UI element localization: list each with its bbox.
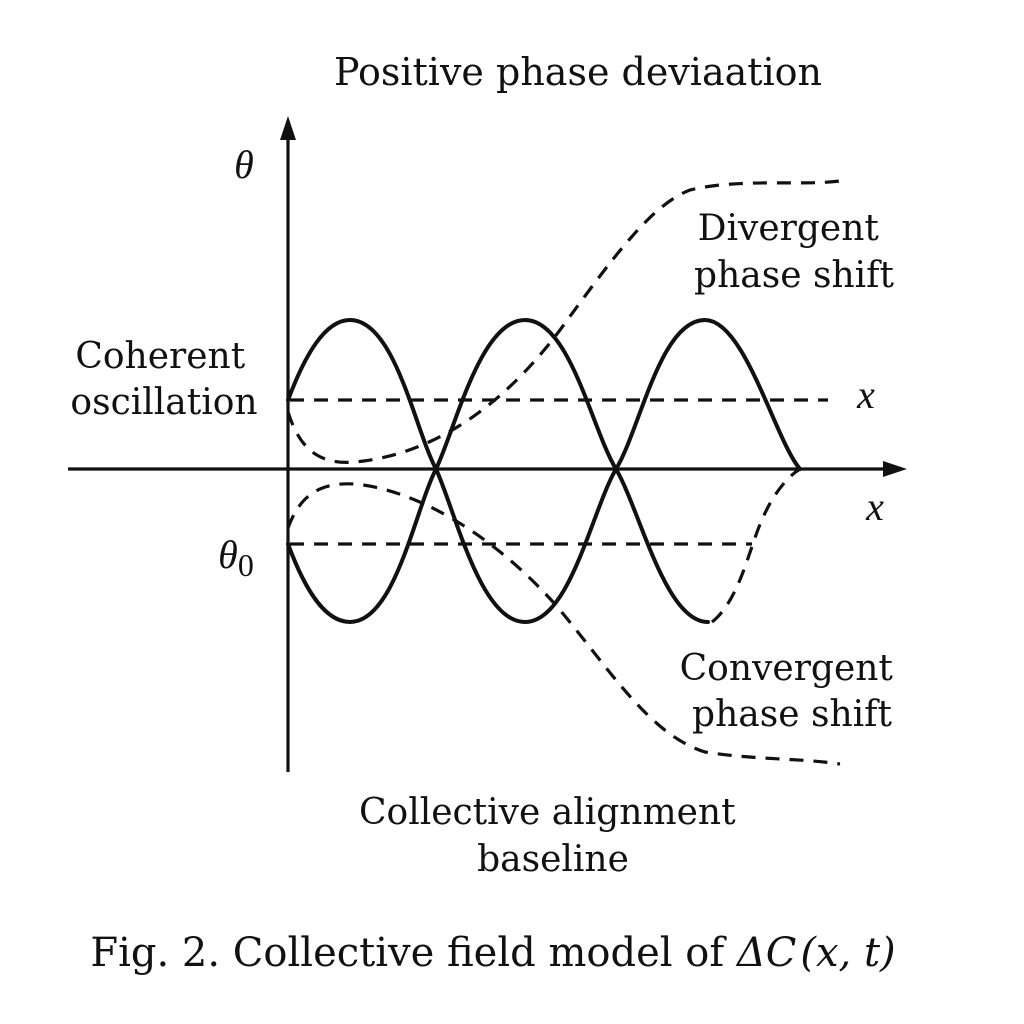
x-dashed-line-label: x (856, 372, 875, 417)
theta0-label: θ0 (218, 532, 254, 583)
x-axis-arrowhead (883, 461, 907, 477)
caption-prefix: Fig. 2. Collective field model of (90, 930, 737, 976)
divergent-phase-shift-label: Divergent phase shift (694, 208, 894, 296)
collective-alignment-baseline-label: Collective alignment baseline (359, 792, 747, 880)
convergent-phase-shift-label: Convergent phase shift (680, 648, 905, 735)
coherent-oscillation-label: Coherent oscillation (70, 336, 257, 423)
caption-arguments: (x, t) (800, 930, 895, 976)
caption-expression: ΔC (735, 930, 797, 976)
top-label: Positive phase deviaation (334, 50, 822, 94)
x-axis-label: x (865, 484, 884, 529)
upper-oscillation-curve (286, 318, 802, 471)
lower-oscillation-curve (286, 467, 710, 624)
closing-dashed-curve (710, 467, 801, 624)
figure-caption: Fig. 2. Collective field model of ΔC(x, … (90, 930, 895, 976)
theta-axis-label: θ (234, 142, 254, 187)
divergent-phase-shift-curve (286, 179, 841, 464)
convergent-phase-shift-curve (286, 482, 841, 766)
y-axis-arrowhead (280, 116, 296, 140)
